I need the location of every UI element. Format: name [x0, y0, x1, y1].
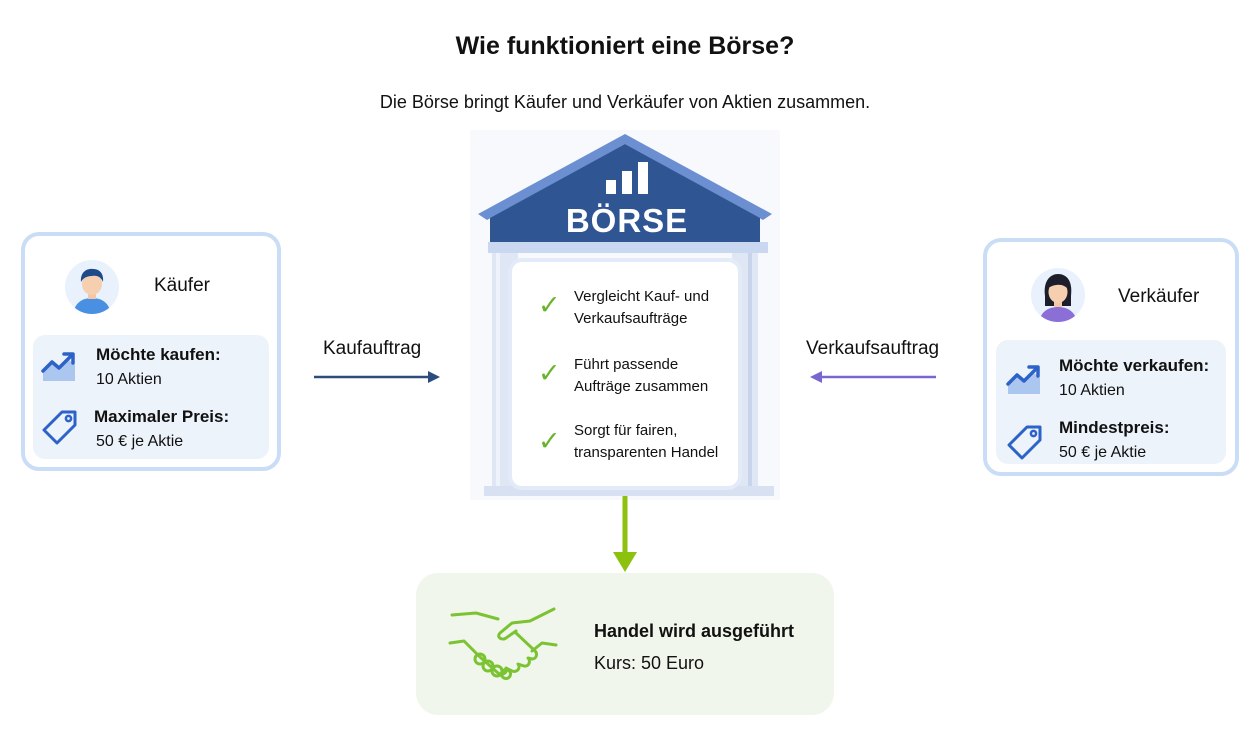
- seller-name: Verkäufer: [1118, 286, 1200, 307]
- buyer-price-label: Maximaler Preis:: [94, 407, 230, 426]
- page-title: Wie funktioniert eine Börse?: [455, 32, 795, 60]
- buy-order-label: Kaufauftrag: [323, 338, 422, 359]
- buyer-price-value: 50 € je Aktie: [96, 433, 184, 450]
- check-icon: ✓: [538, 358, 561, 388]
- person-female-icon: [1031, 268, 1085, 322]
- result-price: Kurs: 50 Euro: [594, 653, 705, 673]
- seller-details: Möchte verkaufen: 10 Aktien Mindestpreis…: [996, 340, 1226, 464]
- trade-result-card: Handel wird ausgeführt Kurs: 50 Euro: [416, 573, 834, 715]
- sell-order-arrow: [810, 371, 936, 383]
- result-title: Handel wird ausgeführt: [594, 621, 795, 641]
- function-item-2: Führt passende Aufträge zusammen: [574, 356, 709, 395]
- price-tag-icon: [1006, 422, 1046, 462]
- buyer-details: Möchte kaufen: 10 Aktien Maximaler Preis…: [33, 335, 269, 459]
- exchange-building: BÖRSE ✓ Vergleicht Kauf- und Verkaufsauf…: [470, 130, 780, 500]
- trade-arrow: [613, 496, 637, 572]
- check-icon: ✓: [538, 290, 561, 320]
- check-icon: ✓: [538, 426, 561, 456]
- sell-order-label: Verkaufsauftrag: [806, 338, 940, 359]
- seller-wants-label: Möchte verkaufen:: [1059, 356, 1210, 375]
- buyer-wants-value: 10 Aktien: [96, 371, 162, 388]
- trend-up-icon: [39, 347, 79, 387]
- price-tag-icon: [41, 407, 81, 447]
- page-subtitle: Die Börse bringt Käufer und Verkäufer vo…: [379, 92, 871, 112]
- seller-price-value: 50 € je Aktie: [1059, 444, 1147, 461]
- seller-price-label: Mindestpreis:: [1059, 418, 1170, 437]
- buyer-name: Käufer: [154, 275, 210, 296]
- exchange-functions-panel: ✓ Vergleicht Kauf- und Verkaufsaufträge …: [508, 258, 742, 490]
- buyer-card: Käufer Möchte kaufen: 10 Aktien Maximale…: [21, 232, 281, 471]
- exchange-label: BÖRSE: [565, 202, 689, 239]
- bar-chart-icon: [606, 162, 648, 194]
- trend-up-icon: [1004, 360, 1044, 400]
- buy-order-arrow: [314, 371, 440, 383]
- handshake-icon: [448, 607, 558, 680]
- person-male-icon: [65, 260, 119, 314]
- seller-wants-value: 10 Aktien: [1059, 382, 1125, 399]
- seller-card: Verkäufer Möchte verkaufen: 10 Aktien Mi…: [983, 238, 1239, 476]
- function-item-1: Vergleicht Kauf- und Verkaufsaufträge: [574, 288, 710, 327]
- buyer-wants-label: Möchte kaufen:: [96, 345, 221, 364]
- function-item-3: Sorgt für fairen, transparenten Handel: [574, 422, 719, 461]
